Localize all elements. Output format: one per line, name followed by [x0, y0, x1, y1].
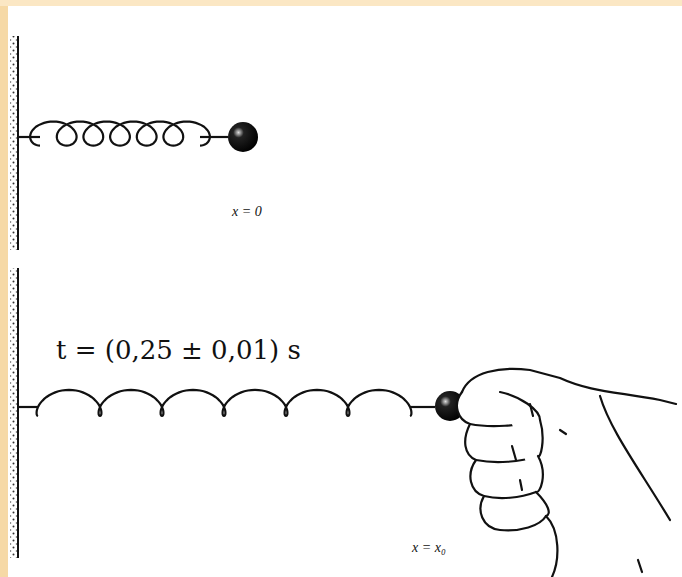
- spring-coil: [37, 390, 412, 416]
- spring-coil: [30, 122, 210, 146]
- top-border: [0, 0, 682, 6]
- wall: [10, 268, 18, 558]
- wall-face: [17, 268, 19, 558]
- spring-lead: [200, 136, 228, 138]
- spring-lead: [18, 406, 38, 408]
- time-label: t = (0,25 ± 0,01) s: [56, 335, 301, 365]
- spring-lead: [18, 136, 40, 138]
- position-label: x = x₀: [410, 540, 448, 556]
- spring-lead: [410, 406, 435, 408]
- wall-face: [17, 36, 19, 250]
- position-label: x = 0: [232, 204, 262, 220]
- wall: [10, 36, 18, 250]
- ball: [228, 122, 258, 152]
- left-border: [0, 0, 8, 577]
- hand: [457, 369, 676, 577]
